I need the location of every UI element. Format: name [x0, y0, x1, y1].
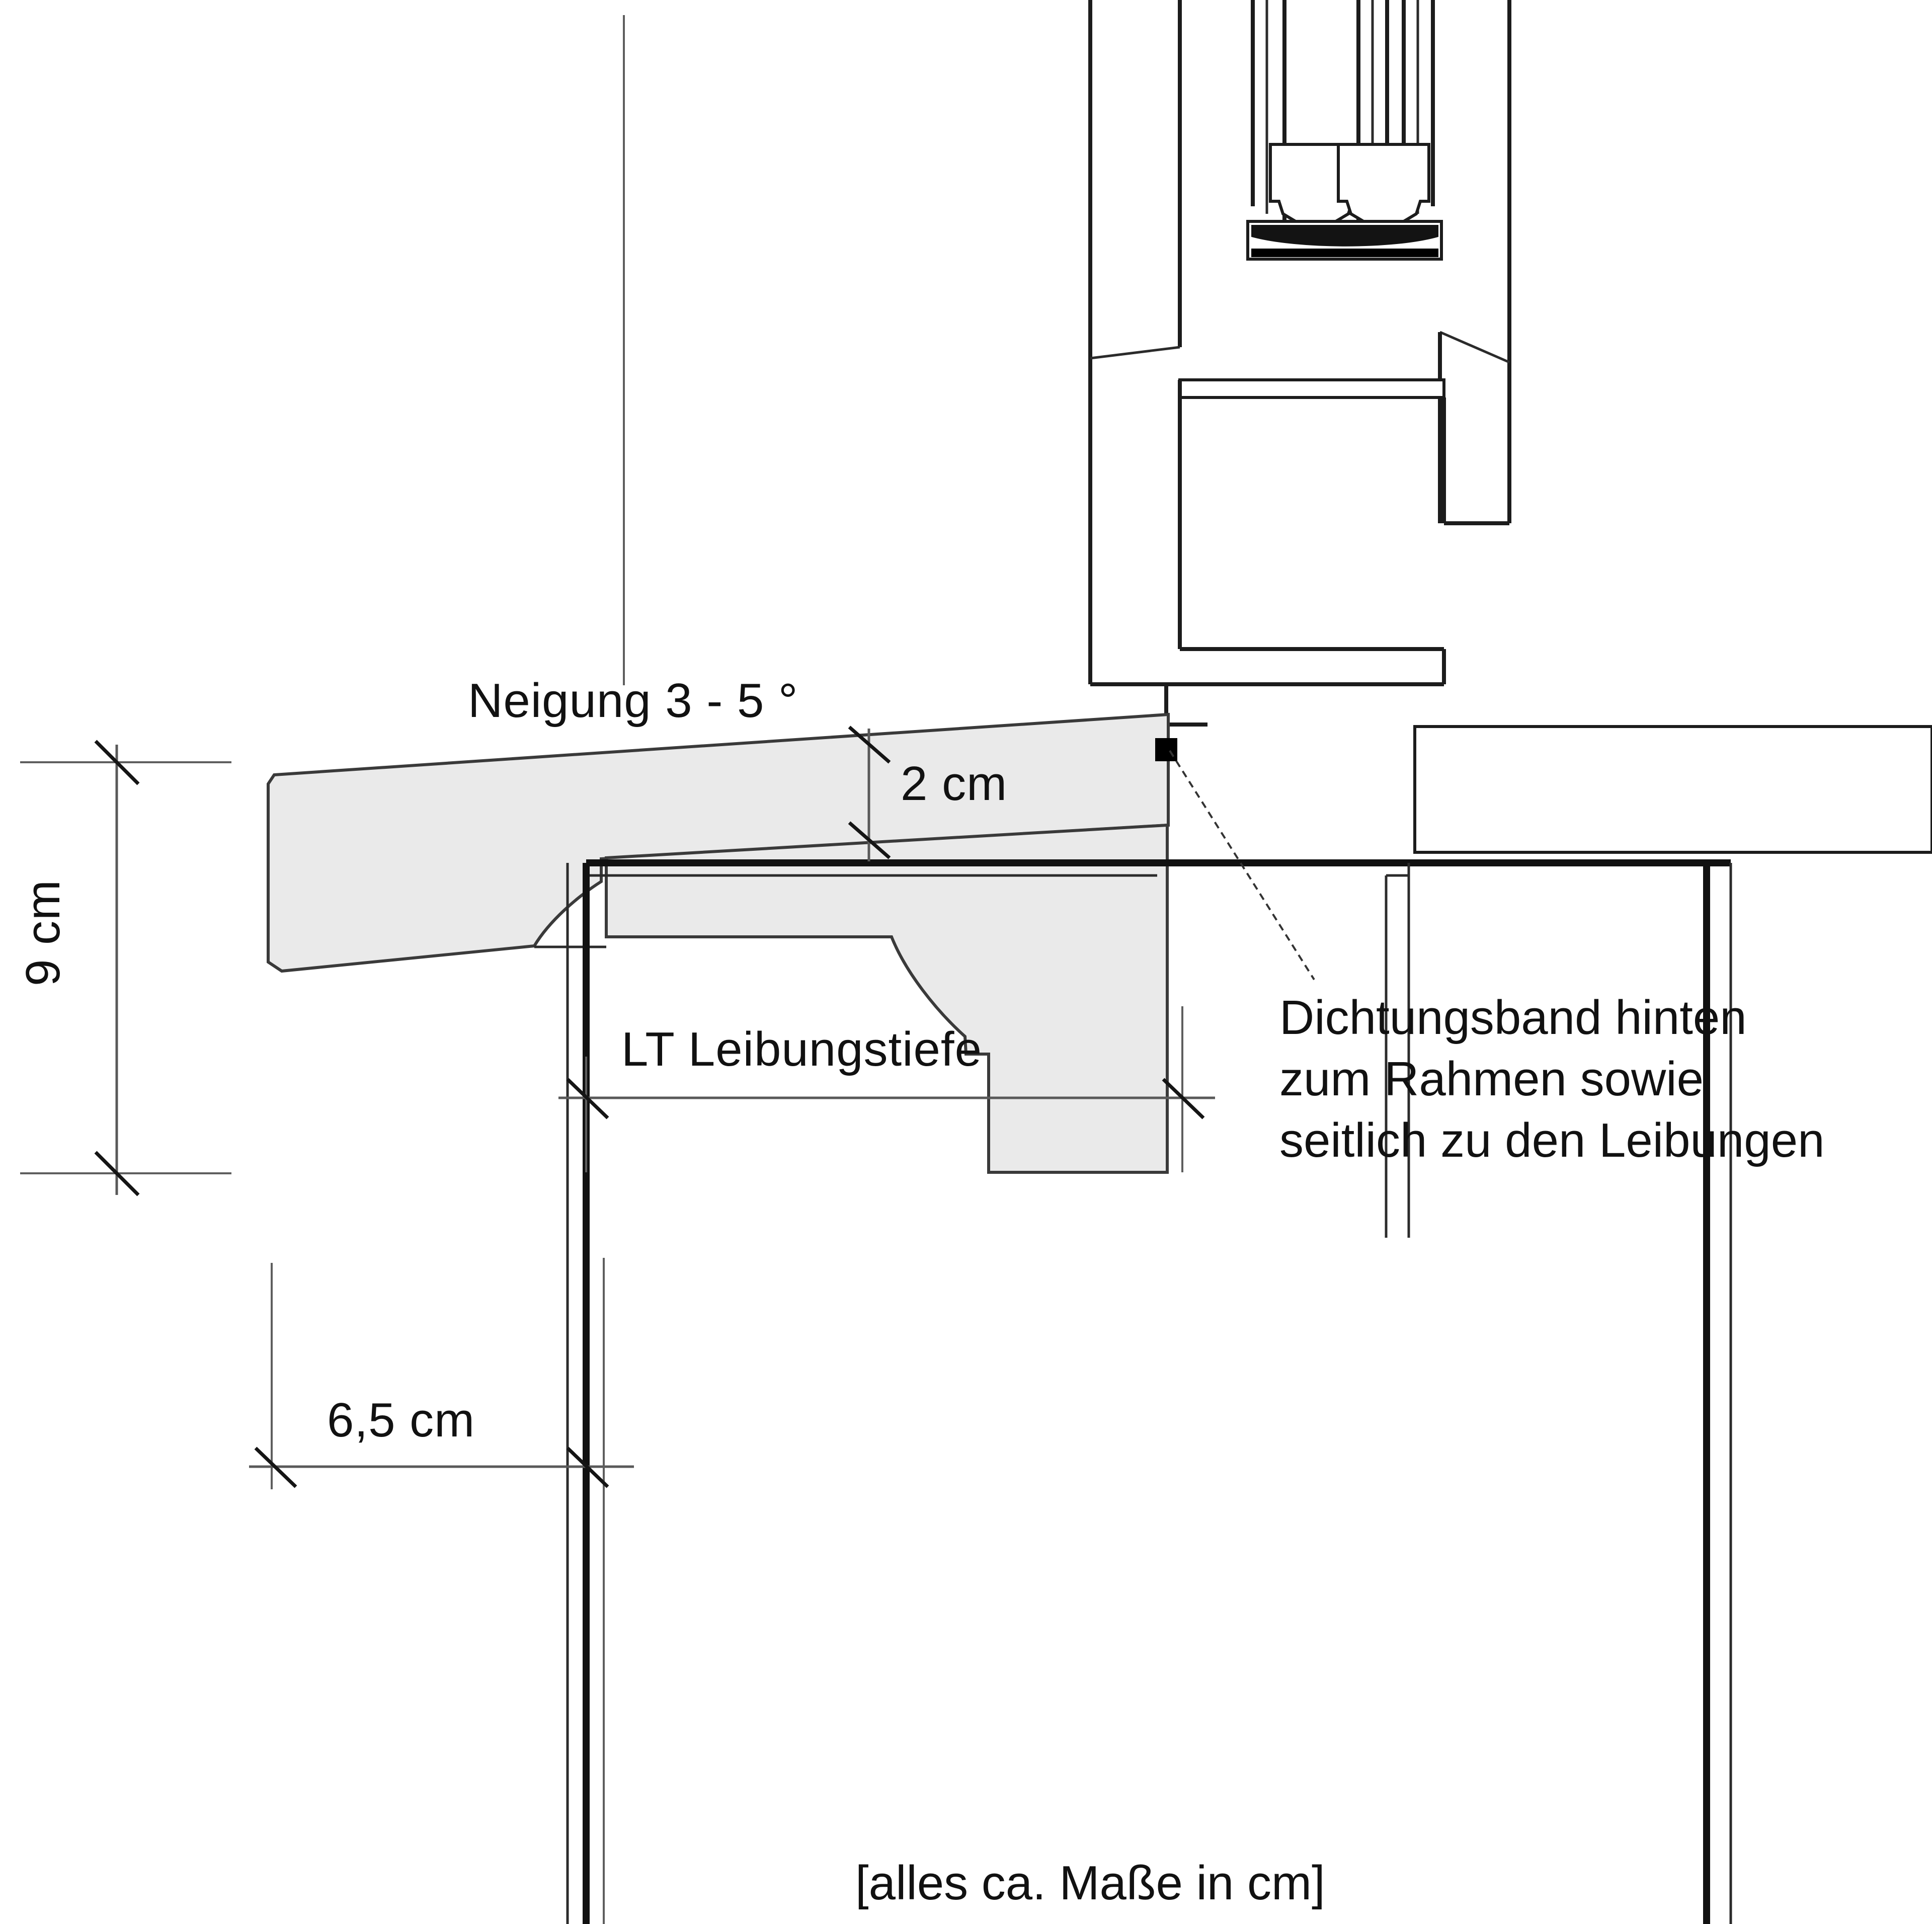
window-frame	[1088, 0, 1511, 727]
label-sill-thickness: 2 cm	[901, 757, 1007, 811]
dimension-2cm	[848, 726, 891, 861]
dimension-9cm	[20, 740, 231, 1196]
wall-and-reveal	[566, 859, 1732, 1924]
drawing-caption: [alles ca. Maße in cm]	[855, 1856, 1325, 1910]
label-overhang: 6,5 cm	[327, 1393, 475, 1447]
label-slope: Neigung 3 - 5 °	[468, 674, 798, 728]
annotation-line-3: seitlich zu den Leibungen	[1279, 1113, 1824, 1167]
interior-sill	[1413, 725, 1932, 854]
sealing-tape-marker	[1155, 738, 1177, 761]
annotation-sealing-tape: Dichtungsband hinten zum Rahmen sowie se…	[1279, 991, 1824, 1167]
label-sill-height: 9 cm	[16, 879, 70, 986]
label-reveal-depth: LT Leibungstiefe	[621, 1022, 982, 1076]
annotation-line-1: Dichtungsband hinten	[1279, 991, 1747, 1045]
dimension-leibungstiefe	[558, 1006, 1215, 1172]
insulating-glass-unit	[1246, 0, 1443, 261]
sealing-tape-leader-line	[1169, 750, 1315, 981]
window-sill-apron	[534, 823, 1169, 1174]
dimension-6-5cm	[249, 1258, 634, 1924]
annotation-line-2: zum Rahmen sowie	[1279, 1052, 1704, 1106]
